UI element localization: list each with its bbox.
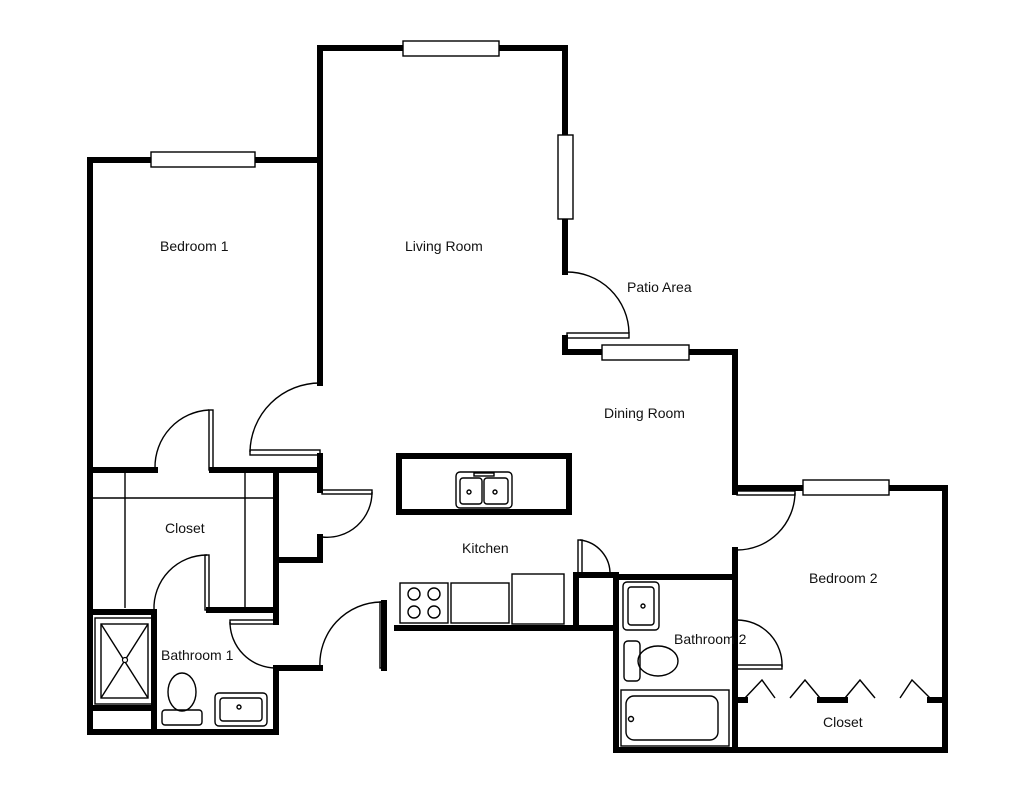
label-bathroom-1: Bathroom 1	[161, 647, 234, 663]
label-closet-1: Closet	[165, 520, 205, 536]
shower-icon	[94, 617, 154, 705]
window-living-side	[557, 134, 574, 220]
doors	[153, 271, 931, 699]
label-patio-area: Patio Area	[627, 279, 692, 295]
door-bath-1	[229, 619, 277, 625]
door-pantry	[577, 539, 583, 576]
label-bedroom-1: Bedroom 1	[160, 238, 229, 254]
door-patio	[566, 332, 630, 339]
label-living-room: Living Room	[405, 238, 483, 254]
sink-icon	[214, 692, 268, 727]
kitchen-counters	[399, 573, 565, 625]
door-bath-1-inner	[204, 554, 210, 611]
refrigerator	[511, 573, 565, 625]
bathroom-1-fixtures	[94, 617, 268, 727]
door-hall-closet	[321, 489, 373, 495]
room-labels: Bedroom 1 Living Room Patio Area Dining …	[160, 238, 878, 730]
walls	[87, 45, 948, 753]
windows	[150, 40, 890, 496]
window-bedroom-2	[802, 479, 890, 496]
door-bath-2	[736, 664, 783, 670]
window-dining	[601, 344, 690, 361]
toilet-2-icon	[637, 645, 679, 677]
window-living-top	[402, 40, 500, 57]
sink-2-icon	[622, 581, 660, 631]
bathtub-icon	[620, 689, 730, 747]
kitchen-island	[396, 453, 572, 515]
label-bathroom-2: Bathroom 2	[674, 631, 747, 647]
door-entry	[379, 601, 385, 669]
double-sink-icon	[455, 471, 513, 509]
bathroom-2-fixtures	[620, 581, 730, 747]
stove-icon	[399, 582, 449, 624]
closet-1-shelves	[93, 473, 273, 608]
label-dining-room: Dining Room	[604, 405, 685, 421]
label-bedroom-2: Bedroom 2	[809, 570, 878, 586]
door-closet-1	[208, 409, 214, 471]
label-closet-2: Closet	[823, 714, 863, 730]
window-bedroom-1	[150, 151, 256, 168]
counter	[450, 582, 510, 624]
door-bedroom-2	[736, 490, 796, 496]
toilet-2-tank	[623, 640, 641, 682]
label-kitchen: Kitchen	[462, 540, 509, 556]
door-bedroom-1	[249, 449, 321, 456]
toilet-icon	[167, 672, 197, 712]
